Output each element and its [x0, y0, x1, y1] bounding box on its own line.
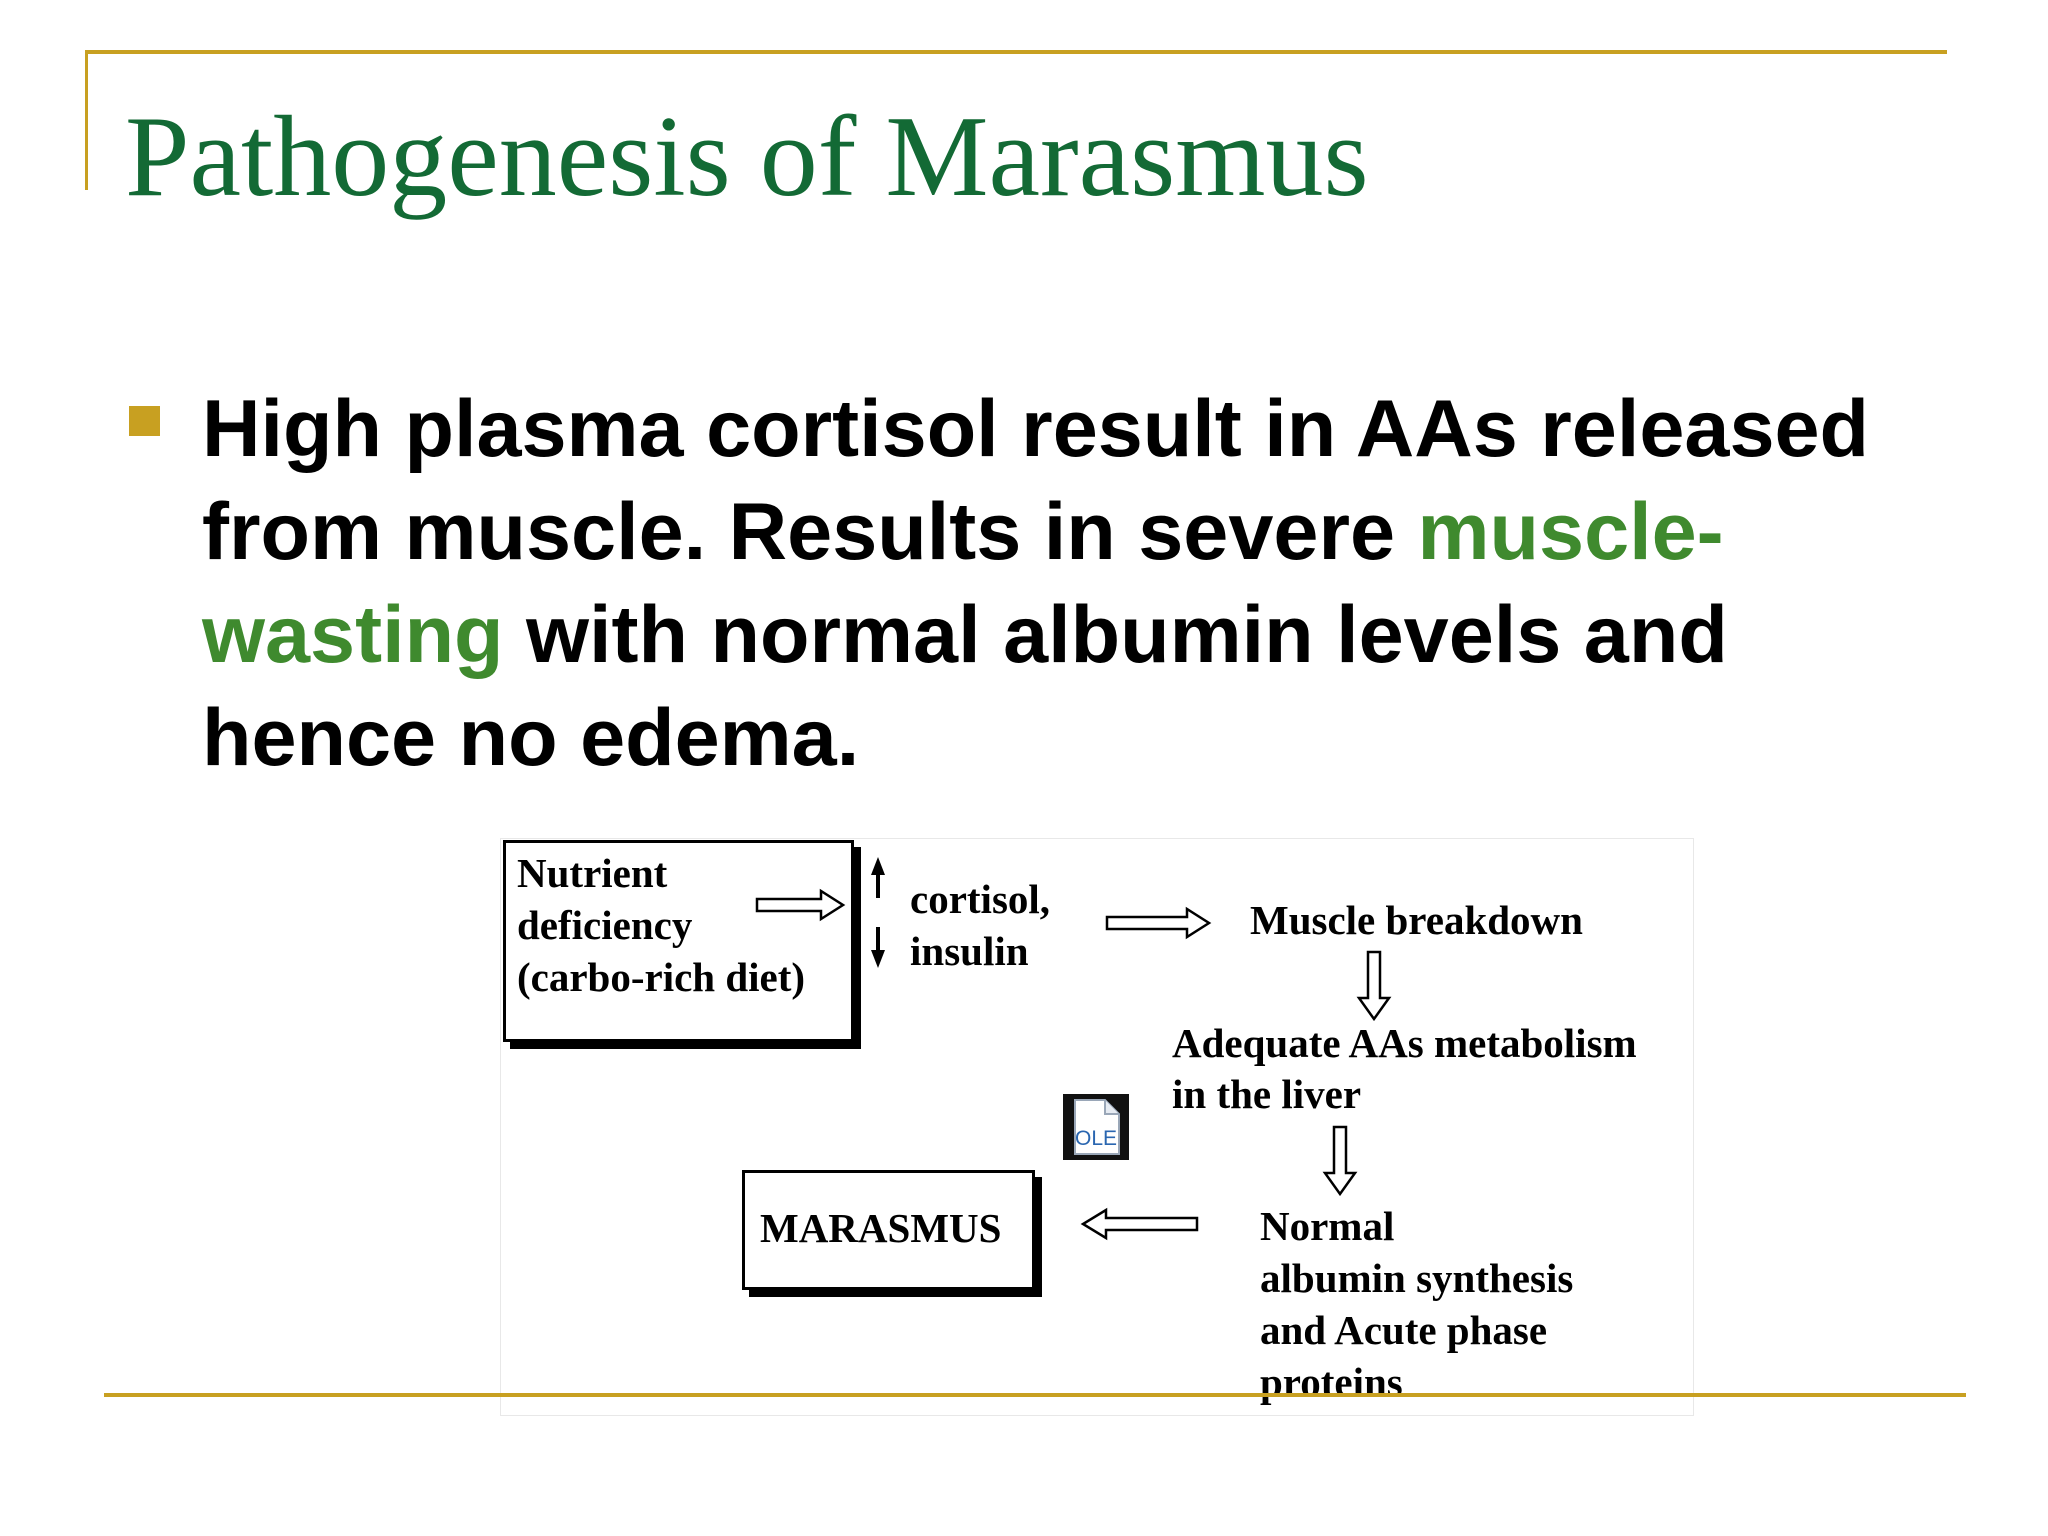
arrow-down-hollow-icon [1322, 1125, 1358, 1197]
nutrient-deficiency-label: Nutrient deficiency (carbo-rich diet) [517, 850, 806, 1000]
left-border-line [85, 50, 88, 190]
arrow-down-hollow-icon [1356, 950, 1392, 1022]
arrow-left-icon [1080, 1207, 1199, 1241]
arrow-up-icon [871, 857, 885, 898]
adequate-aas-label: Adequate AAs metabolism in the liver [1172, 1020, 1637, 1117]
ole-document-icon[interactable]: OLE [1063, 1094, 1129, 1160]
bottom-border-line [104, 1393, 1966, 1397]
muscle-breakdown-label: Muscle breakdown [1250, 897, 1583, 943]
bullet-text: High plasma cortisol result in AAs relea… [202, 378, 1922, 790]
slide-title: Pathogenesis of Marasmus [125, 93, 1369, 221]
bullet-text-end: with normal albumin levels and hence no … [202, 590, 1728, 783]
arrow-right-icon [1105, 906, 1212, 940]
normal-albumin-label: Normal albumin synthesis and Acute phase… [1260, 1203, 1574, 1405]
marasmus-label: MARASMUS [760, 1205, 1002, 1251]
ole-icon-label: OLE [1075, 1127, 1117, 1150]
bullet-text-start: High plasma cortisol result in AAs relea… [202, 384, 1870, 577]
top-border-line [85, 50, 1947, 54]
bullet-highlight: muscle-wasting [202, 487, 1724, 680]
square-bullet-icon [129, 406, 160, 436]
arrow-right-icon [755, 888, 846, 922]
marasmus-box [742, 1170, 1035, 1290]
hormones-label: cortisol, insulin [910, 876, 1051, 974]
nutrient-deficiency-box [503, 840, 854, 1042]
arrow-down-icon [871, 927, 885, 968]
